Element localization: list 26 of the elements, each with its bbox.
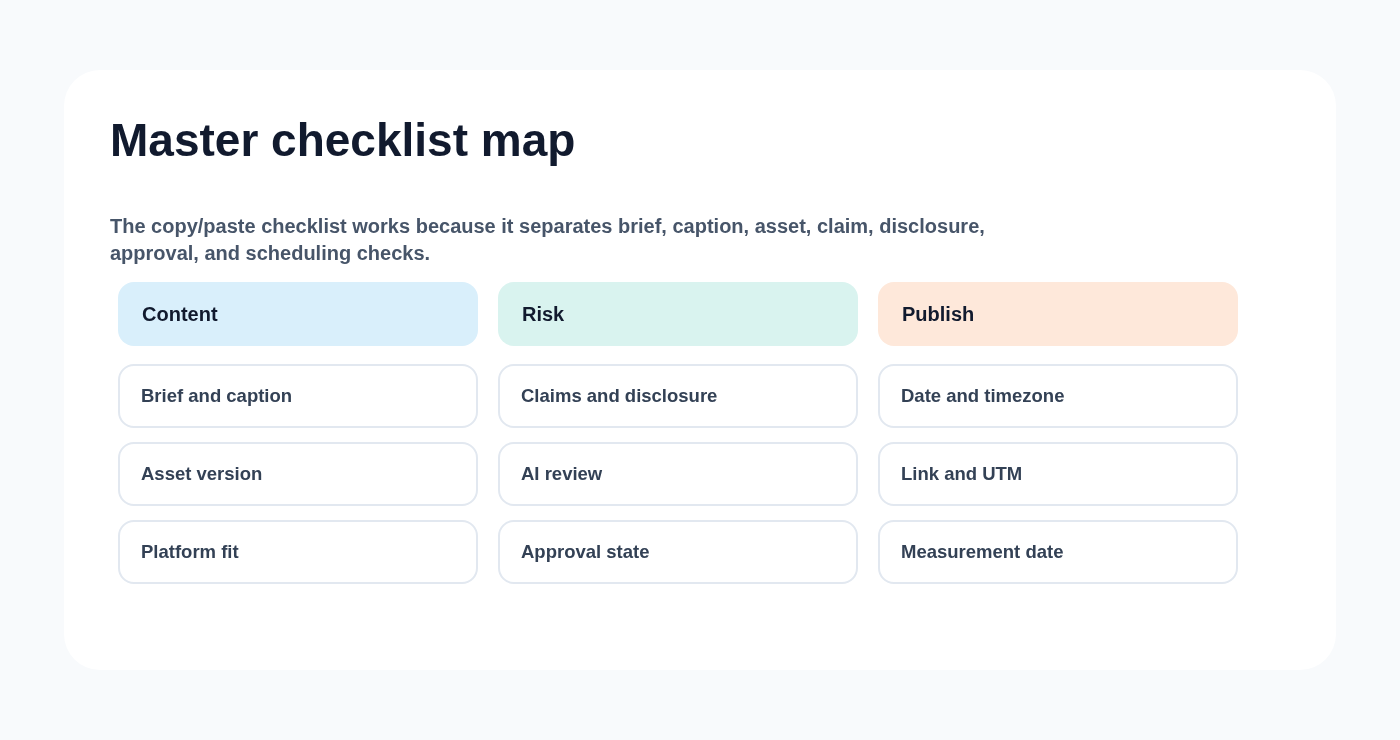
header-text: Content bbox=[142, 302, 218, 326]
item-text: AI review bbox=[521, 463, 603, 485]
header-text: Publish bbox=[902, 302, 975, 326]
item-text: Claims and disclosure bbox=[521, 385, 718, 407]
description-text: The copy/paste checklist works because it separates brief, caption, asset, claim, disclosure, approval, and scheduling checks. bbox=[110, 214, 986, 266]
checklist-item-box bbox=[118, 442, 478, 506]
checklist-item-box bbox=[118, 364, 478, 428]
diagram-title: Master checklist map bbox=[110, 113, 576, 168]
header-text: Risk bbox=[522, 302, 565, 326]
item-text: Measurement date bbox=[901, 541, 1064, 563]
checklist-item-box bbox=[498, 520, 858, 584]
item-text: Asset version bbox=[141, 463, 263, 485]
item-text: Brief and caption bbox=[141, 385, 293, 407]
category-header bbox=[498, 282, 858, 346]
checklist-item-box bbox=[878, 442, 1238, 506]
category-header bbox=[878, 282, 1238, 346]
checklist-item-box bbox=[498, 442, 858, 506]
checklist-item-box bbox=[498, 364, 858, 428]
checklist-item-box bbox=[118, 520, 478, 584]
item-text: Platform fit bbox=[141, 541, 239, 563]
item-text: Approval state bbox=[521, 541, 650, 563]
checklist-item-box bbox=[878, 364, 1238, 428]
item-text: Date and timezone bbox=[901, 385, 1065, 407]
item-text: Link and UTM bbox=[901, 463, 1023, 485]
category-header bbox=[118, 282, 478, 346]
checklist-item-box bbox=[878, 520, 1238, 584]
